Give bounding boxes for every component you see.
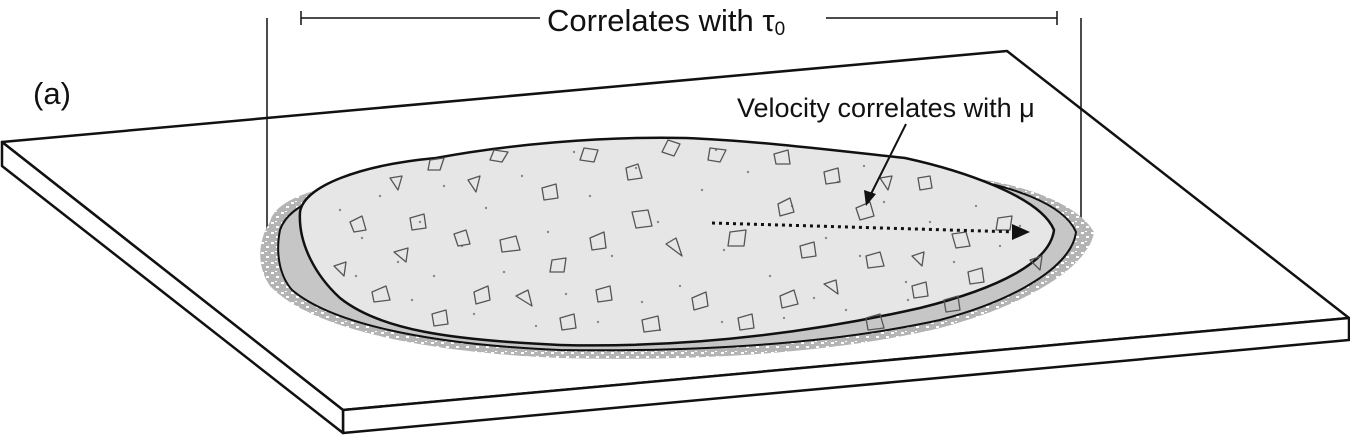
- arrow-annotation-label: Velocity correlates with μ: [737, 93, 1035, 123]
- debris-deposit: [260, 136, 1095, 359]
- label-leader-line: [869, 123, 907, 197]
- slab-side-face: [0, 140, 345, 435]
- dimension-line: [300, 11, 1058, 25]
- dimension-label: Correlates with τ0: [547, 3, 785, 40]
- dimension-label-subscript: 0: [775, 19, 786, 40]
- velocity-arrow-head: [1012, 224, 1030, 240]
- sand-dots: [338, 148, 1022, 332]
- rock-clasts: [333, 139, 1043, 333]
- dimension-label-main: Correlates with τ: [547, 3, 775, 38]
- label-leader-head: [864, 190, 876, 206]
- panel-label: (a): [33, 76, 71, 111]
- velocity-arrow-shaft: [711, 221, 1019, 234]
